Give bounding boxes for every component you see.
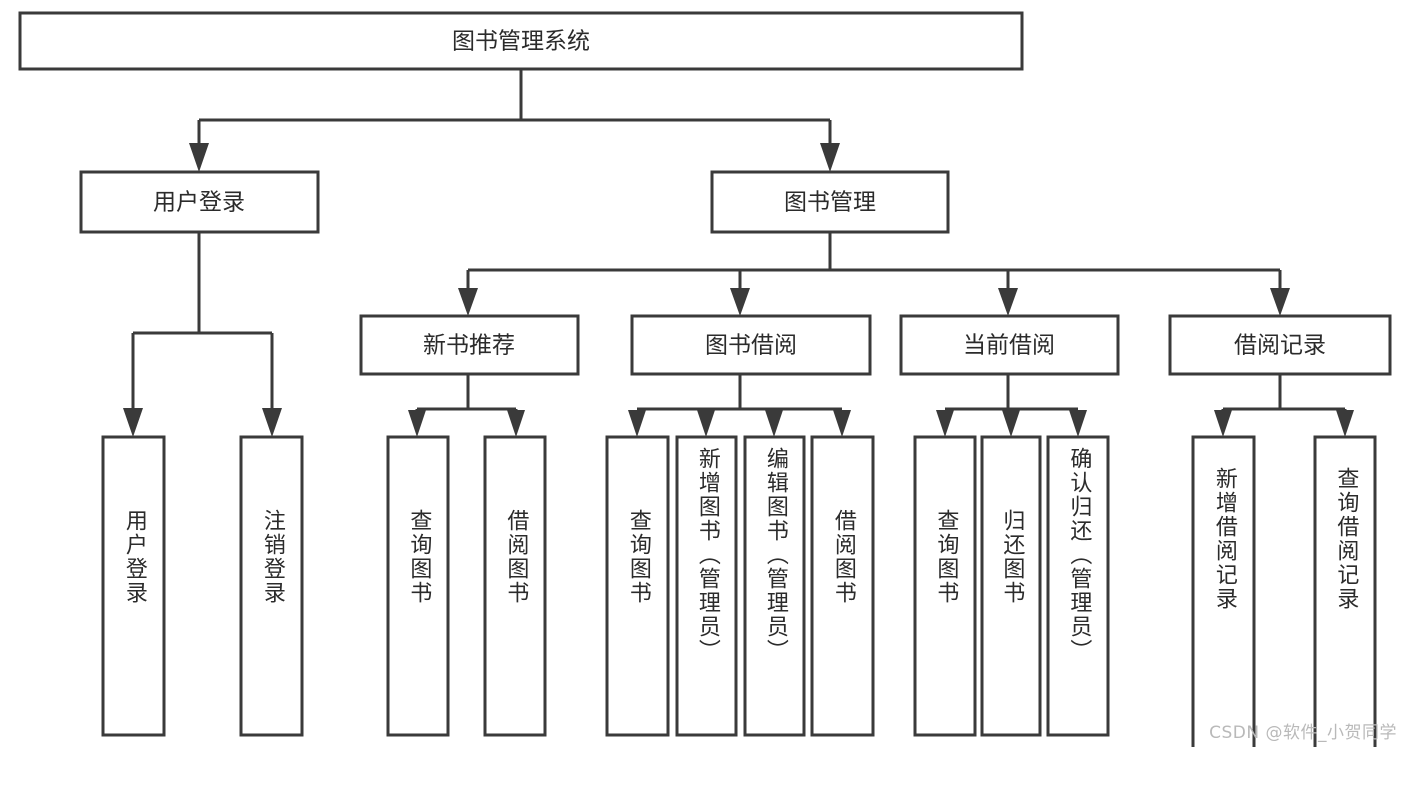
arrow-head-current-leaf-1	[936, 410, 954, 437]
leaf-rect-add-borrow-record[interactable]	[1191, 435, 1256, 747]
node-root[interactable]: 图书管理系统	[18, 11, 1024, 71]
arrow-head-to-book-mgmt	[820, 143, 840, 172]
arrow-head-borrow-leaf-4	[833, 410, 851, 437]
arrow-head-borrow-leaf-2	[697, 410, 715, 437]
flowchart-canvas: 图书管理系统 用户登录 图书管理 新书推荐 图书借阅 当前借阅 借阅记录	[18, 11, 1397, 747]
connector-group-new-book	[408, 374, 525, 437]
node-new-book-recommend[interactable]: 新书推荐	[359, 314, 580, 376]
leaf-rect-add-book-admin[interactable]	[675, 435, 738, 737]
arrow-head-borrow-record	[1270, 288, 1290, 316]
leaf-rect-borrow-book[interactable]	[810, 435, 875, 737]
node-borrow-record-rect[interactable]	[1168, 314, 1392, 376]
node-root-label: 图书管理系统	[452, 29, 590, 55]
node-borrow-record-label: 借阅记录	[1234, 333, 1326, 359]
node-current-borrow[interactable]: 当前借阅	[899, 314, 1120, 376]
arrow-head-current-leaf-3	[1069, 410, 1087, 437]
node-book-borrow-rect[interactable]	[630, 314, 872, 376]
arrow-head-record-leaf-1	[1214, 410, 1232, 437]
node-current-borrow-rect[interactable]	[899, 314, 1120, 376]
leaf-rect-query-book-rec[interactable]	[386, 435, 450, 737]
arrow-head-current-borrow	[998, 288, 1018, 316]
node-user-login-rect[interactable]	[79, 170, 320, 234]
arrow-head-borrow-leaf-3	[765, 410, 783, 437]
connector-group-borrow	[628, 374, 851, 437]
arrow-head-record-leaf-2	[1336, 410, 1354, 437]
node-new-book-recommend-label: 新书推荐	[423, 333, 515, 359]
flowchart-svg: 图书管理系统 用户登录 图书管理 新书推荐 图书借阅 当前借阅 借阅记录	[18, 11, 1392, 747]
connector-group-borrow-record	[1214, 374, 1354, 437]
node-borrow-record[interactable]: 借阅记录	[1168, 314, 1392, 376]
connector-group-book-mgmt	[458, 232, 1290, 316]
node-user-login-label: 用户登录	[153, 190, 245, 216]
arrow-head-new-book	[458, 288, 478, 316]
csdn-watermark: CSDN @软件_小贺同学	[1209, 723, 1397, 743]
leaf-rect-logout[interactable]	[239, 435, 304, 737]
connector-group-current-borrow	[936, 374, 1087, 437]
leaf-rect-confirm-return-admin[interactable]	[1046, 435, 1110, 737]
arrow-head-borrow-leaf-1	[628, 410, 646, 437]
node-book-borrow[interactable]: 图书借阅	[630, 314, 872, 376]
node-root-rect[interactable]	[18, 11, 1024, 71]
node-book-management-rect[interactable]	[710, 170, 950, 234]
leaf-rect-query-book-borrow[interactable]	[605, 435, 670, 737]
node-current-borrow-label: 当前借阅	[963, 333, 1055, 359]
node-book-management[interactable]: 图书管理	[710, 170, 950, 234]
leaf-rect-query-borrow-record[interactable]	[1313, 435, 1377, 747]
leaf-rect-return-book[interactable]	[980, 435, 1042, 737]
arrow-head-user-leaf-1	[123, 408, 143, 437]
connector-group-user-login	[123, 232, 282, 437]
arrow-head-newbook-leaf-1	[408, 410, 426, 437]
node-book-borrow-label: 图书借阅	[705, 333, 797, 359]
arrow-head-borrow	[730, 288, 750, 316]
leaf-rect-query-book-current[interactable]	[913, 435, 977, 737]
connector-group-root	[189, 69, 840, 172]
arrow-head-current-leaf-2	[1002, 410, 1020, 437]
leaf-rect-group	[101, 435, 1377, 747]
arrow-head-user-leaf-2	[262, 408, 282, 437]
arrow-head-to-user-login	[189, 143, 209, 172]
node-new-book-recommend-rect[interactable]	[359, 314, 580, 376]
node-user-login[interactable]: 用户登录	[79, 170, 320, 234]
arrow-head-newbook-leaf-2	[507, 410, 525, 437]
leaf-rect-borrow-book-rec[interactable]	[483, 435, 547, 737]
leaf-rect-user-login[interactable]	[101, 435, 166, 737]
leaf-rect-edit-book-admin[interactable]	[743, 435, 806, 737]
node-book-management-label: 图书管理	[784, 190, 876, 216]
